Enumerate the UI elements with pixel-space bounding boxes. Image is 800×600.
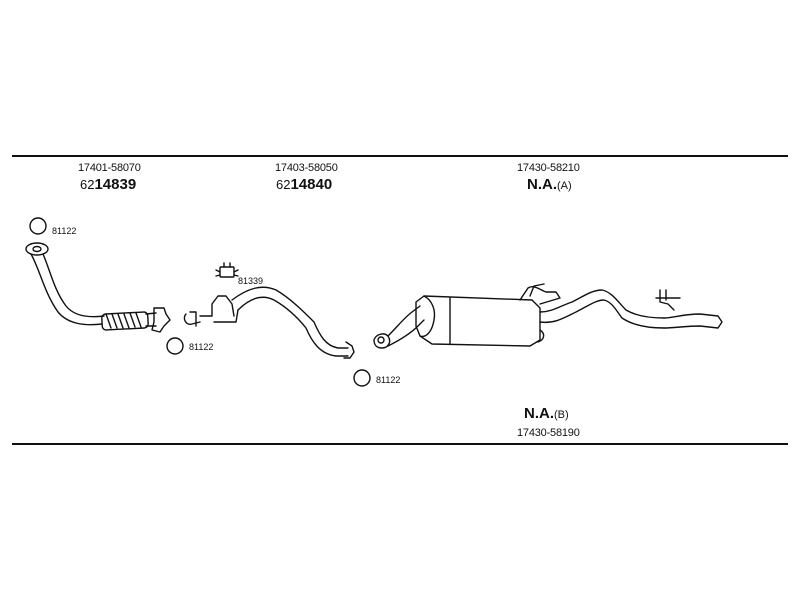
ref-number: 14840	[290, 176, 333, 193]
ref-text: N.A.	[524, 405, 554, 422]
ref-prefix: 62	[276, 177, 291, 192]
ref-number-center-pipe: 6214840	[276, 176, 332, 193]
ref-prefix: 62	[80, 177, 95, 192]
rear-muffler	[373, 283, 723, 349]
ref-suffix: (A)	[557, 180, 572, 192]
gasket-icon	[29, 217, 47, 235]
gasket-icon	[166, 337, 184, 355]
ref-alt-muffler: N.A.(B)	[524, 405, 569, 422]
callout-gasket-mid-left: 81122	[189, 342, 214, 352]
center-pipe	[183, 286, 355, 359]
part-number-rear-muffler: 17430-58210	[517, 162, 580, 174]
bottom-rule	[12, 443, 788, 445]
callout-gasket-center: 81122	[376, 375, 401, 385]
part-number-front-pipe: 17401-58070	[78, 162, 141, 174]
ref-suffix: (B)	[554, 409, 569, 421]
clamp-icon	[215, 262, 239, 278]
ref-number: 14839	[94, 176, 137, 193]
callout-clamp: 81339	[238, 276, 264, 286]
front-pipe	[25, 242, 171, 333]
top-rule	[12, 155, 788, 157]
callout-gasket-top-left: 81122	[52, 226, 77, 236]
gasket-icon	[353, 369, 371, 387]
ref-text: N.A.	[527, 176, 557, 193]
part-number-center-pipe: 17403-58050	[275, 162, 338, 174]
ref-number-front-pipe: 6214839	[80, 176, 136, 193]
ref-rear-muffler: N.A.(A)	[527, 176, 572, 193]
part-number-alt-muffler: 17430-58190	[517, 427, 580, 439]
